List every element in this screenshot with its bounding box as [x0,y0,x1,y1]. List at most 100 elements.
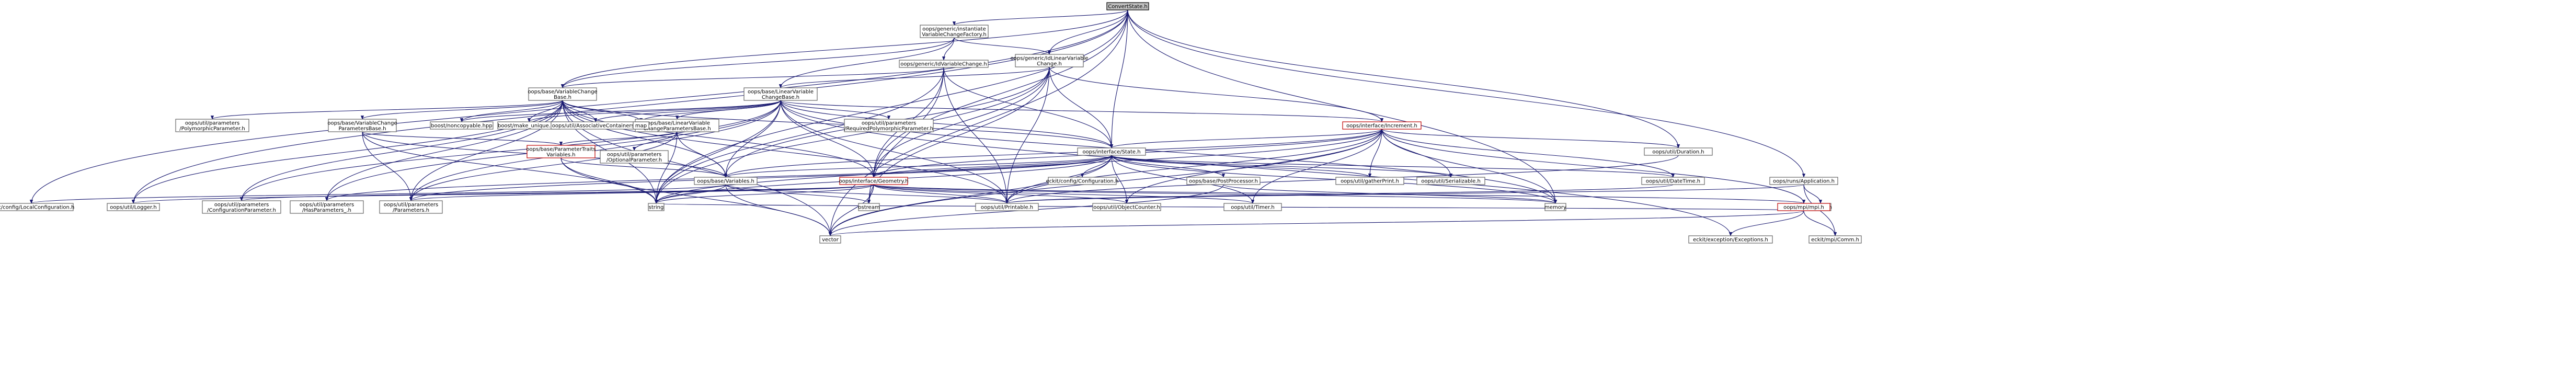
node-ostream[interactable]: ostream [858,203,880,211]
node-datetime[interactable]: oops/util/DateTime.h [1641,177,1705,185]
edge-idlinear-vc-to-string [654,66,1050,204]
node-object-counter[interactable]: oops/util/ObjectCounter.h [1092,203,1161,211]
node-label: map [635,123,647,129]
edge-identity-vc-to-base-vc [561,67,944,88]
node-eckit-config[interactable]: eckit/config/Configuration.h [1046,177,1119,185]
edge-instantiate-vcf-to-base-vc [561,37,955,88]
edge-lvc-params-base-to-parameters [409,131,678,201]
node-box [635,119,719,132]
node-box [0,203,74,211]
edge-convertstate-to-geometry [872,9,1128,178]
edge-base-lvc-to-config-param [239,100,781,201]
edge-base-lvc-to-map [639,100,781,122]
node-instantiate-vcf[interactable]: oops/generic/instantiateVariableChangeFa… [920,25,989,38]
node-boost-noncopy[interactable]: boost/noncopyable.hpp [430,121,494,130]
node-box [1048,177,1117,185]
edge-increment-to-printable [1005,129,1382,204]
edge-state-to-timer [1111,155,1255,204]
edge-mpi-to-exceptions [1728,210,1804,236]
edge-base-lvc-to-geometry [780,100,876,178]
node-gather-print[interactable]: oops/util/gatherPrint.h [1335,177,1404,185]
node-memory[interactable]: memory [1544,203,1566,211]
node-mpi[interactable]: oops/mpi/mpi.h [1777,203,1830,211]
node-box [819,235,841,244]
node-local-config[interactable]: eckit/config/LocalConfiguration.h [0,203,74,211]
node-box [1777,203,1830,211]
node-box [107,203,160,211]
edge-state-to-memory [1111,155,1557,204]
node-parameters[interactable]: oops/util/parameters/Parameters.h [379,200,443,214]
node-box [1644,147,1713,156]
node-logger[interactable]: oops/util/Logger.h [107,203,160,211]
node-identity-vc[interactable]: oops/generic/IdVariableChange.h [899,60,989,68]
node-variables[interactable]: oops/base/Variables.h [694,177,758,185]
edge-lvc-params-base-to-variables [677,131,728,178]
node-label: oops/util/parameters [185,120,239,126]
node-duration[interactable]: oops/util/Duration.h [1644,147,1713,156]
node-serializable[interactable]: oops/util/Serializable.h [1416,177,1485,185]
edge-lvc-params-base-to-param-traits [559,131,678,146]
node-post-processor[interactable]: oops/base/PostProcessor.h [1186,177,1261,185]
node-label: oops/base/Variables.h [697,179,754,185]
edge-base-lvc-to-boost-unique [528,100,781,122]
edge-state-to-geometry [872,155,1112,178]
node-string[interactable]: string [648,203,665,211]
edge-state-to-parameters [409,155,1112,201]
node-label: oops/interface/Increment.h [1346,123,1417,129]
node-exceptions[interactable]: eckit/exception/Exceptions.h [1688,235,1773,244]
node-req-poly-param[interactable]: oops/util/parameters/RequiredPolymorphic… [844,119,934,132]
node-label: boost/noncopyable.hpp [431,123,492,129]
node-box [1335,177,1404,185]
node-label: /OptionalParameter.h [606,157,662,163]
node-printable[interactable]: oops/util/Printable.h [975,203,1039,211]
node-increment[interactable]: oops/interface/Increment.h [1342,121,1422,130]
node-geometry[interactable]: oops/interface/Geometry.h [839,177,909,185]
node-comm[interactable]: eckit/mpi/Comm.h [1808,235,1862,244]
node-label: eckit/config/Configuration.h [1046,179,1119,185]
edge-application-to-iostream [1803,184,1823,204]
node-label: Base.h [554,95,571,100]
edge-base-vc-to-logger [131,100,563,204]
edge-identity-vc-to-printable [943,67,1009,204]
node-box [1092,203,1161,211]
node-poly-param[interactable]: oops/util/parameters/PolymorphicParamete… [175,119,249,132]
edge-convertstate-to-vector [828,9,1128,236]
node-label: oops/util/parameters [384,202,438,208]
node-timer[interactable]: oops/util/Timer.h [1223,203,1282,211]
node-label: Variables.h [546,152,575,158]
node-box [743,87,818,101]
edge-geometry-to-timer [873,184,1254,204]
edge-lvc-params-base-to-opt-param [632,131,678,151]
edge-geometry-to-object-counter [873,184,1128,204]
node-application[interactable]: oops/runs/Application.h [1769,177,1838,185]
node-assoc-containers[interactable]: oops/util/AssociativeContainers.h [551,121,640,130]
edge-mpi-to-vector [829,210,1804,236]
node-config-param[interactable]: oops/util/parameters/ConfigurationParame… [202,200,281,214]
node-box [528,87,597,101]
node-box [920,25,989,38]
edge-base-lvc-to-state [780,100,1113,148]
node-box [1808,235,1862,244]
edge-vc-params-base-to-string [362,131,658,204]
edge-geometry-to-logger [132,184,874,204]
node-map[interactable]: map [633,121,649,130]
node-label: oops/base/VariableChange [327,120,397,126]
node-vector[interactable]: vector [819,235,841,244]
edge-base-vc-to-map [562,100,643,122]
node-label: oops/util/Serializable.h [1421,179,1481,185]
node-box [379,200,443,214]
node-state[interactable]: oops/interface/State.h [1077,147,1146,156]
node-lvc-params-base[interactable]: oops/base/LinearVariableChangeParameters… [635,119,719,132]
edge-base-vc-to-has-params [325,100,563,201]
edge-base-vc-to-poly-param [211,100,563,120]
node-box [290,200,364,214]
node-label: oops/util/Printable.h [981,205,1033,211]
node-label: oops/mpi/mpi.h [1783,205,1824,211]
node-opt-param[interactable]: oops/util/parameters/OptionalParameter.h [600,150,669,164]
node-has-params[interactable]: oops/util/parameters/HasParameters_.h [290,200,364,214]
